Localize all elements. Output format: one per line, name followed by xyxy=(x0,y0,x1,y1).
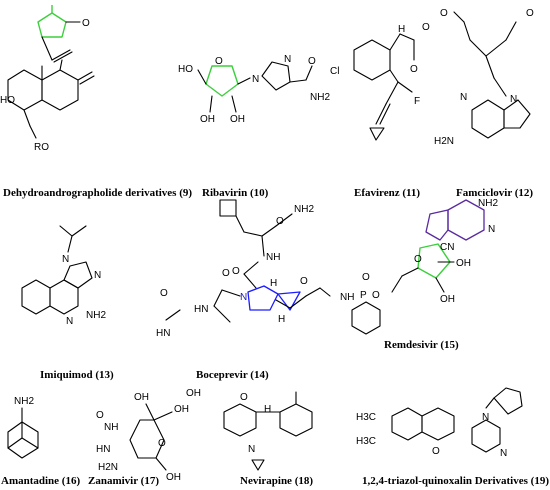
label-remdesivir: Remdesivir (15) xyxy=(384,339,459,351)
svg-text:N: N xyxy=(248,444,255,455)
svg-text:N: N xyxy=(510,94,517,105)
svg-text:O: O xyxy=(222,268,230,279)
svg-text:O: O xyxy=(308,56,316,67)
svg-text:O: O xyxy=(232,266,240,277)
svg-text:N: N xyxy=(482,412,489,423)
svg-text:O: O xyxy=(215,56,223,67)
svg-text:OH: OH xyxy=(166,472,181,483)
svg-text:RO: RO xyxy=(34,142,49,153)
svg-text:O: O xyxy=(240,392,248,403)
svg-text:O: O xyxy=(82,18,90,29)
svg-text:N: N xyxy=(460,92,467,103)
svg-text:NH2: NH2 xyxy=(478,198,498,209)
structure-boceprevir: O NH2 NH O N H H O HN HN O Boceprevir (1… xyxy=(156,199,314,381)
svg-text:H: H xyxy=(398,24,405,35)
structure-famciclovir: O O N N H2N Famciclovir (12) xyxy=(434,8,534,199)
svg-text:H2N: H2N xyxy=(98,462,118,473)
svg-text:O: O xyxy=(300,276,308,287)
svg-text:HN: HN xyxy=(194,304,208,315)
svg-text:F: F xyxy=(414,96,420,107)
label-triazol-quinoxalin: 1,2,4-triazol-quinoxalin Derivatives (19… xyxy=(362,475,549,487)
structure-nevirapine: O H N Nevirapine (18) xyxy=(223,391,313,487)
label-imiquimod: Imiquimod (13) xyxy=(40,369,114,381)
svg-text:HN: HN xyxy=(96,444,110,455)
label-boceprevir: Boceprevir (14) xyxy=(196,369,269,381)
svg-text:O: O xyxy=(160,288,168,299)
svg-text:H: H xyxy=(264,404,271,415)
svg-text:O: O xyxy=(158,438,166,449)
svg-text:OH: OH xyxy=(186,388,201,399)
svg-text:N: N xyxy=(500,448,507,459)
svg-text:N: N xyxy=(240,292,247,303)
svg-text:HO: HO xyxy=(0,95,15,106)
structure-triazol-quinoxalin: N N H3C H3C O 1,2,4-triazol-quinoxalin D… xyxy=(356,387,549,487)
svg-text:NH2: NH2 xyxy=(310,92,330,103)
svg-text:O: O xyxy=(410,64,418,75)
svg-text:N: N xyxy=(94,270,101,281)
svg-text:NH: NH xyxy=(266,252,280,263)
label-famciclovir: Famciclovir (12) xyxy=(456,187,533,199)
svg-text:O: O xyxy=(362,272,370,283)
svg-text:OH: OH xyxy=(230,114,245,125)
svg-text:H3C: H3C xyxy=(356,412,376,423)
svg-text:O: O xyxy=(96,410,104,421)
structure-imiquimod: N N N NH2 Imiquimod (13) xyxy=(21,225,114,381)
svg-text:H2N: H2N xyxy=(434,136,454,147)
svg-text:OH: OH xyxy=(200,114,215,125)
svg-text:OH: OH xyxy=(174,404,189,415)
svg-text:NH2: NH2 xyxy=(14,396,34,407)
svg-text:NH: NH xyxy=(104,422,118,433)
svg-text:O: O xyxy=(372,290,380,301)
svg-text:O: O xyxy=(276,216,284,227)
svg-text:O: O xyxy=(414,254,422,265)
svg-text:CN: CN xyxy=(440,242,454,253)
svg-text:O: O xyxy=(440,8,448,19)
structure-dehydroandrographolide: O HO RO Dehydroandrographolide derivativ… xyxy=(0,5,192,199)
svg-text:NH2: NH2 xyxy=(294,204,314,215)
structure-ribavirin: O HO OH OH N N O NH2 Ribavirin (10) xyxy=(178,54,330,199)
svg-text:NH: NH xyxy=(340,292,354,303)
svg-text:N: N xyxy=(488,224,495,235)
svg-text:H: H xyxy=(278,314,285,325)
svg-text:H: H xyxy=(270,278,277,289)
structure-efavirenz: Cl H O O F Efavirenz (11) xyxy=(330,22,430,199)
svg-text:OH: OH xyxy=(440,294,455,305)
label-ribavirin: Ribavirin (10) xyxy=(202,187,269,199)
structure-remdesivir: NH2 N CN O OH OH O O P NH O Remdesivir (… xyxy=(275,198,498,351)
svg-text:N: N xyxy=(252,74,259,85)
svg-text:NH2: NH2 xyxy=(86,310,106,321)
svg-text:H3C: H3C xyxy=(356,436,376,447)
svg-text:P: P xyxy=(360,290,367,301)
label-amantadine: Amantadine (16) xyxy=(1,475,80,487)
svg-text:N: N xyxy=(62,254,69,265)
label-dehydroandrographolide: Dehydroandrographolide derivatives (9) xyxy=(3,187,192,199)
structure-amantadine: NH2 Amantadine (16) xyxy=(1,396,80,487)
svg-text:N: N xyxy=(284,54,291,65)
svg-text:HO: HO xyxy=(178,64,193,75)
label-efavirenz: Efavirenz (11) xyxy=(354,187,420,199)
label-zanamivir: Zanamivir (17) xyxy=(88,475,159,487)
svg-text:OH: OH xyxy=(456,258,471,269)
svg-text:O: O xyxy=(526,8,534,19)
svg-text:N: N xyxy=(66,316,73,327)
svg-text:OH: OH xyxy=(134,392,149,403)
svg-text:O: O xyxy=(422,22,430,33)
svg-text:HN: HN xyxy=(156,328,170,339)
label-nevirapine: Nevirapine (18) xyxy=(240,475,313,487)
structure-zanamivir: OH OH OH O O NH HN H2N OH Zanamivir (17) xyxy=(88,388,201,487)
svg-text:O: O xyxy=(432,446,440,457)
svg-text:Cl: Cl xyxy=(330,66,339,77)
